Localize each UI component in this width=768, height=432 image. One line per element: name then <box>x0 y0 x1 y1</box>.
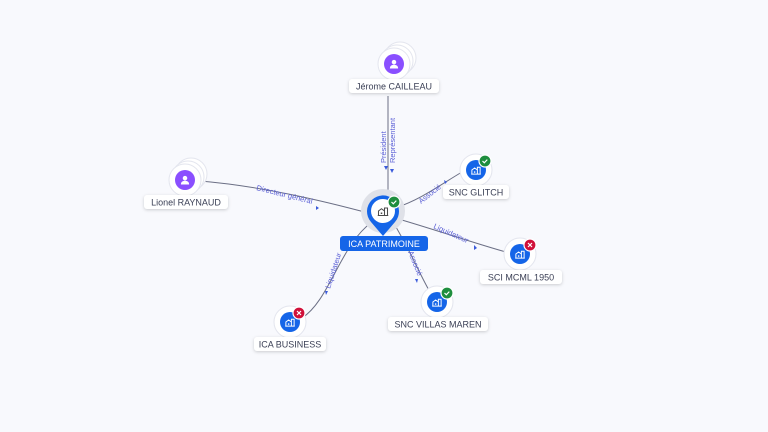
status-active-icon <box>440 286 454 300</box>
edge-label-president: Président <box>379 130 388 163</box>
edge-mcml[interactable] <box>394 217 507 253</box>
status-active-icon <box>478 154 492 168</box>
company-label: ICA BUSINESS <box>259 340 322 350</box>
edge-label-associe-villas: Associé <box>406 249 424 277</box>
person-node-cailleau[interactable]: Jérome CAILLEAU <box>349 41 439 93</box>
company-node-glitch[interactable]: SNC GLITCH <box>443 153 509 199</box>
company-node-business[interactable]: ICA BUSINESS <box>254 305 326 351</box>
company-node-villas[interactable]: SNC VILLAS MAREN <box>388 285 488 331</box>
person-label: Lionel RAYNAUD <box>151 198 221 208</box>
company-label: SNC GLITCH <box>449 188 504 198</box>
person-node-raynaud[interactable]: Lionel RAYNAUD <box>144 157 228 209</box>
arrow-icon <box>474 245 477 250</box>
edge-label-representant: Représentant <box>388 117 397 163</box>
edge-business[interactable] <box>301 221 373 319</box>
edge-villas[interactable] <box>392 221 431 293</box>
edge-label-associe-glitch: Associé <box>417 182 443 205</box>
arrow-icon <box>390 169 394 173</box>
company-node-mcml[interactable]: SCI MCML 1950 <box>480 237 562 284</box>
edge-label-directeur: Directeur général <box>256 183 314 206</box>
edges <box>199 96 507 319</box>
edge-label-liquidateur-mcml: Liquidateur <box>432 222 470 246</box>
arrow-icon <box>316 206 319 210</box>
person-label: Jérome CAILLEAU <box>356 82 432 92</box>
status-active-icon <box>387 195 401 209</box>
center-node[interactable]: ICA PATRIMOINE <box>340 189 428 251</box>
edge-raynaud[interactable] <box>199 180 373 215</box>
arrow-icon <box>384 166 388 170</box>
edge-label-liquidateur-business: Liquidateur <box>323 251 343 290</box>
company-label: SNC VILLAS MAREN <box>394 320 481 330</box>
arrow-icon <box>444 180 447 184</box>
company-label: SCI MCML 1950 <box>488 273 554 283</box>
arrow-icon <box>415 279 418 283</box>
arrow-icon <box>325 291 328 295</box>
center-label: ICA PATRIMOINE <box>348 239 420 249</box>
